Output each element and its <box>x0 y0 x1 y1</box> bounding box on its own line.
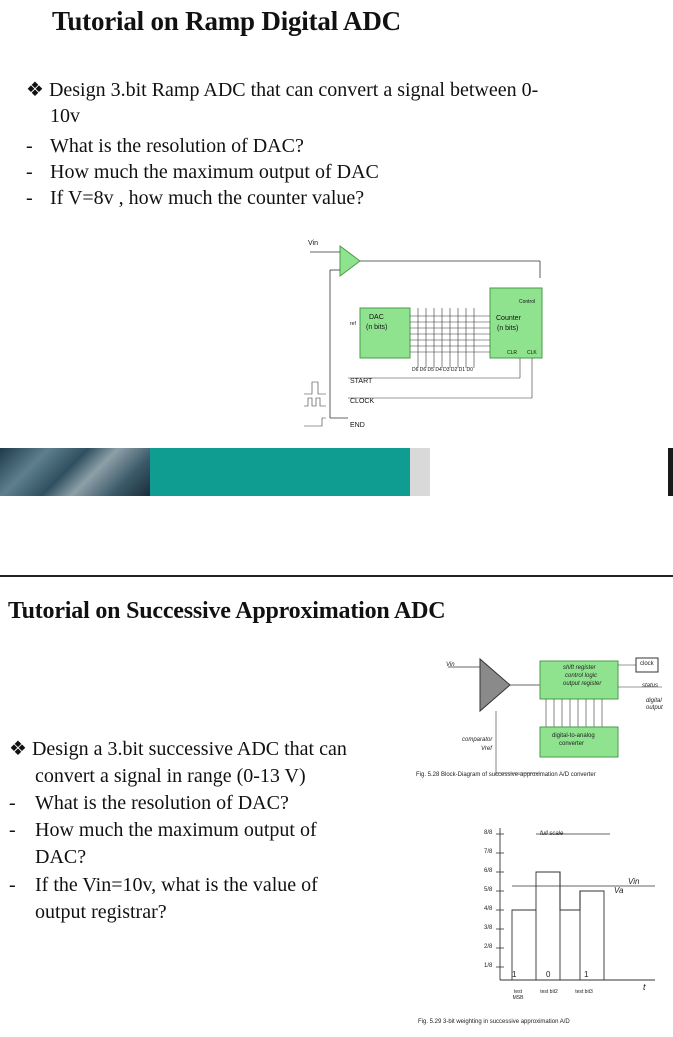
dac-block <box>359 307 411 359</box>
bit-3-value: 1 <box>584 970 589 979</box>
test-msb-label: test MSB <box>512 989 524 1001</box>
slide2-bullet-line-2: convert a signal in range (0-13 V) <box>35 765 306 787</box>
banner-edge <box>668 448 673 496</box>
campus-photo <box>0 448 150 496</box>
y-tick-7-8: 7/8 <box>484 849 493 855</box>
y-tick-6-8: 6/8 <box>484 868 493 874</box>
banner-teal-band <box>150 448 410 496</box>
question-text: How much the maximum output of DAC <box>50 161 379 183</box>
fig-529-caption: Fig. 5.29 3-bit weighting in successive … <box>418 1019 570 1025</box>
comparator-label: comparator <box>462 737 493 743</box>
shift-register-line-1: shift register <box>563 665 596 671</box>
y-tick-4-8: 4/8 <box>484 906 493 912</box>
diamond-bullet-icon: ❖ <box>26 79 44 101</box>
test-bit2-label: test bit2 <box>540 989 558 995</box>
clock-label: CLOCK <box>350 398 375 405</box>
ramp-adc-diagram <box>304 245 543 427</box>
dash-marker: - <box>9 792 16 814</box>
va-trace <box>511 871 605 980</box>
start-label: START <box>350 378 373 385</box>
shift-register-line-2: control logic <box>565 673 598 679</box>
shift-register-block <box>539 660 619 700</box>
digital-output-line-1: digital <box>646 698 662 704</box>
question-text: What is the resolution of DAC? <box>50 135 304 157</box>
control-label: Control <box>519 299 536 305</box>
full-scale-label: full scale <box>540 831 564 837</box>
question-text: If V=8v , how much the counter value? <box>50 187 365 209</box>
ref-label: ref <box>350 321 356 327</box>
slide2-question-3: - If the Vin=10v, what is the value of <box>9 872 318 898</box>
y-tick-1-8: 1/8 <box>484 963 493 969</box>
slide2-question-1: - What is the resolution of DAC? <box>9 790 289 816</box>
slide1-title: Tutorial on Ramp Digital ADC <box>52 6 401 36</box>
dash-marker: - <box>26 187 33 209</box>
slide2-question-2-cont: DAC? <box>35 846 87 868</box>
dash-marker: - <box>9 874 16 896</box>
sar-block-diagram <box>448 657 662 775</box>
clock-label: clock <box>640 661 654 667</box>
slide2-question-3-cont: output registrar? <box>35 901 167 923</box>
weighting-plot <box>496 828 655 981</box>
slide2-title: Tutorial on Successive Approximation ADC <box>8 598 446 624</box>
end-step-icon <box>304 417 326 427</box>
y-tick-5-8: 5/8 <box>484 887 493 893</box>
bit-1-value: 1 <box>512 970 517 979</box>
y-tick-2-8: 2/8 <box>484 944 493 950</box>
slide1-bullet-text: Design 3.bit Ramp ADC that can convert a… <box>48 79 539 101</box>
end-label: END <box>350 422 365 429</box>
slide1-bullet: ❖ Design 3.bit Ramp ADC that can convert… <box>26 77 538 103</box>
bit-2-value: 0 <box>546 970 551 979</box>
dac-block <box>539 726 619 758</box>
slide2-bullet-line-1: ❖ Design a 3.bit successive ADC that can <box>9 736 347 762</box>
fig-528-caption: Fig. 5.28 Block-Diagram of successive-ap… <box>416 772 596 778</box>
slide1-question-2: - How much the maximum output of DAC <box>26 159 379 185</box>
dash-marker: - <box>26 135 33 157</box>
status-label: status <box>642 683 659 689</box>
question-text: If the Vin=10v, what is the value of <box>35 874 318 896</box>
dac-bits-label: (n bits) <box>366 324 388 331</box>
start-pulse-icon <box>304 381 326 395</box>
bit-labels: D6 D6 D5 D4 D3 D2 D1 D0 <box>412 367 473 373</box>
clr-label: CLR <box>507 350 518 356</box>
vref-label: Vref <box>481 746 492 752</box>
shift-register-line-3: output register <box>563 681 602 687</box>
counter-bits-label: (n bits) <box>497 325 519 332</box>
slide2-bullet-text: Design a 3.bit successive ADC that can <box>31 738 347 760</box>
counter-block <box>489 287 543 359</box>
dash-marker: - <box>26 161 33 183</box>
diamond-bullet-icon: ❖ <box>9 738 27 760</box>
question-text: What is the resolution of DAC? <box>35 792 289 814</box>
y-tick-3-8: 3/8 <box>484 925 493 931</box>
test-bit3-label: test bit3 <box>575 989 593 995</box>
digital-output-line-2: output <box>646 705 663 711</box>
banner-gray-band <box>410 448 430 496</box>
banner-white-band <box>430 448 670 496</box>
slide2-question-2: - How much the maximum output of <box>9 817 317 843</box>
slide1-question-1: - What is the resolution of DAC? <box>26 133 304 159</box>
dac-line-1: digital-to-analog <box>552 733 595 739</box>
vin-label: Vin <box>308 240 318 247</box>
question-text: How much the maximum output of <box>35 819 317 841</box>
clock-wave-icon <box>304 397 326 407</box>
t-axis-label: t <box>643 982 646 992</box>
slide1-question-3: - If V=8v , how much the counter value? <box>26 185 364 211</box>
comparator-shape <box>339 245 361 277</box>
dac-line-2: converter <box>559 741 585 747</box>
slide-divider <box>0 575 673 577</box>
counter-label: Counter <box>496 315 521 322</box>
dash-marker: - <box>9 819 16 841</box>
weighting-vin-label: Vin <box>628 877 640 886</box>
sar-vin-label: Vin <box>446 662 455 668</box>
comparator-shape <box>479 657 511 713</box>
dac-label: DAC <box>369 314 384 321</box>
va-label: Va <box>614 886 624 895</box>
slide1-bullet-cont: 10v <box>50 105 80 127</box>
clk-label: CLK <box>527 350 537 356</box>
y-tick-8-8: 8/8 <box>484 830 493 836</box>
